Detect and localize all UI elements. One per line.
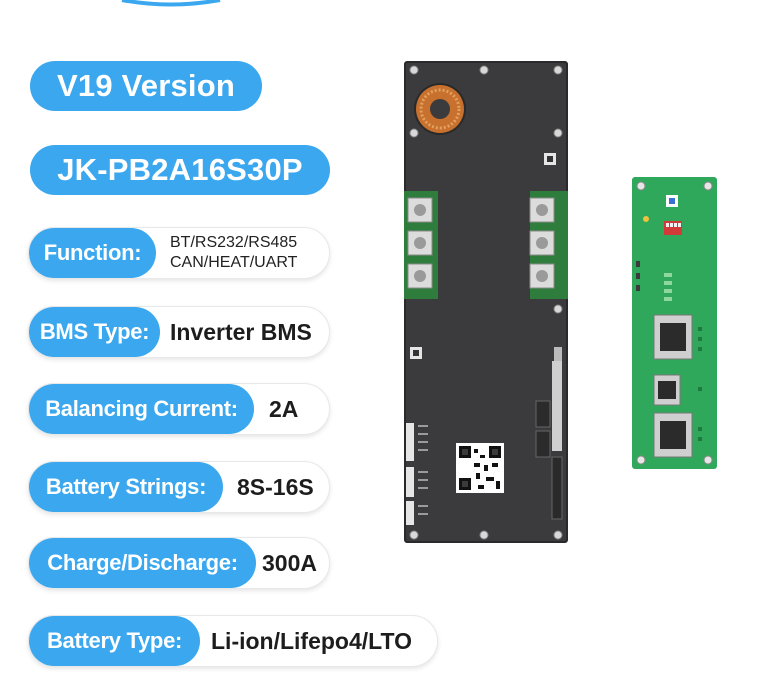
spec-bms-type: BMS Type: Inverter BMS [28,306,330,358]
spec-value: 300A [262,549,317,576]
spec-label: BMS Type: [29,307,160,357]
spec-value-line-2: CAN/HEAT/UART [170,254,298,271]
spec-battery-strings: Battery Strings: 8S-16S [28,461,330,513]
spec-charge-discharge: Charge/Discharge: 300A [28,537,330,589]
spec-label: Battery Strings: [29,462,223,512]
model-title: JK-PB2A16S30P [30,145,330,195]
spec-label: Function: [29,228,156,278]
spec-value: BT/RS232/RS485 CAN/HEAT/UART [170,228,297,278]
spec-battery-type: Battery Type: Li-ion/Lifepo4/LTO [28,615,438,667]
top-decoration [121,0,221,7]
spec-value-line-1: BT/RS232/RS485 [170,234,298,251]
spec-label: Battery Type: [29,616,200,666]
spec-value: 8S-16S [237,473,314,500]
bms-adapter-board-image [632,177,717,469]
spec-value: Inverter BMS [170,318,312,345]
bms-main-board-image [404,61,568,543]
spec-function: Function: BT/RS232/RS485 CAN/HEAT/UART [28,227,330,279]
version-title: V19 Version [30,61,262,111]
spec-label: Charge/Discharge: [29,538,256,588]
spec-value: 2A [269,395,299,422]
spec-balancing-current: Balancing Current: 2A [28,383,330,435]
spec-value: Li-ion/Lifepo4/LTO [211,627,413,654]
spec-label: Balancing Current: [29,384,254,434]
